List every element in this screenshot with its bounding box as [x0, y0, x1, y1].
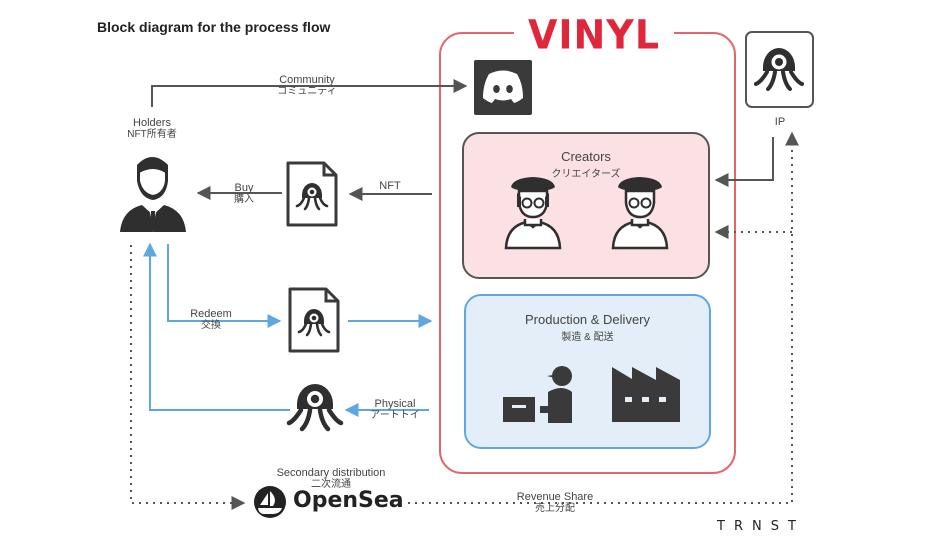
revenue-share-arrow — [408, 131, 799, 504]
opensea-ship-icon — [254, 486, 286, 518]
factory-icon — [612, 367, 680, 422]
community-arrow — [151, 79, 468, 107]
opensea-wordmark: OpenSea — [293, 488, 404, 513]
octopus-mascot-icon — [754, 48, 804, 91]
secondary-distribution-label: Secondary distribution 二次流通 — [276, 467, 386, 490]
trnst-logo: TRNST — [717, 519, 805, 534]
redeem-label: Redeem 交換 — [190, 308, 232, 331]
delivery-person-icon — [503, 366, 572, 423]
community-label: Community コミュニティ — [277, 74, 337, 97]
production-title: Production & Delivery 製造 & 配送 — [525, 312, 650, 343]
redeem-document-icon — [288, 287, 340, 353]
creators-title: Creators クリエイターズ — [551, 149, 621, 180]
secondary-distribution-arrow — [130, 245, 246, 510]
revenue-share-label: Revenue Share 売上分配 — [516, 491, 594, 514]
nft-document-icon — [286, 161, 338, 227]
person-suit-icon — [120, 157, 186, 232]
vinyl-logo: VINYL — [514, 13, 674, 57]
nft-label: NFT — [379, 180, 401, 192]
creator-person-icon — [504, 177, 562, 250]
ip-arrow — [714, 137, 774, 187]
physical-to-holders-arrow — [143, 242, 290, 411]
redeem-arrow — [167, 244, 282, 328]
ip-node — [745, 31, 814, 108]
creator-person-icon — [611, 177, 669, 250]
discord-icon — [474, 60, 532, 115]
buy-label: Buy 購入 — [234, 182, 254, 205]
page-title: Block diagram for the process flow — [97, 19, 331, 35]
art-toy-octopus-icon — [286, 384, 344, 432]
holders-label: Holders NFT所有者 — [127, 117, 177, 140]
ip-label: IP — [774, 116, 786, 128]
physical-label: Physical アートトイ — [370, 398, 420, 421]
